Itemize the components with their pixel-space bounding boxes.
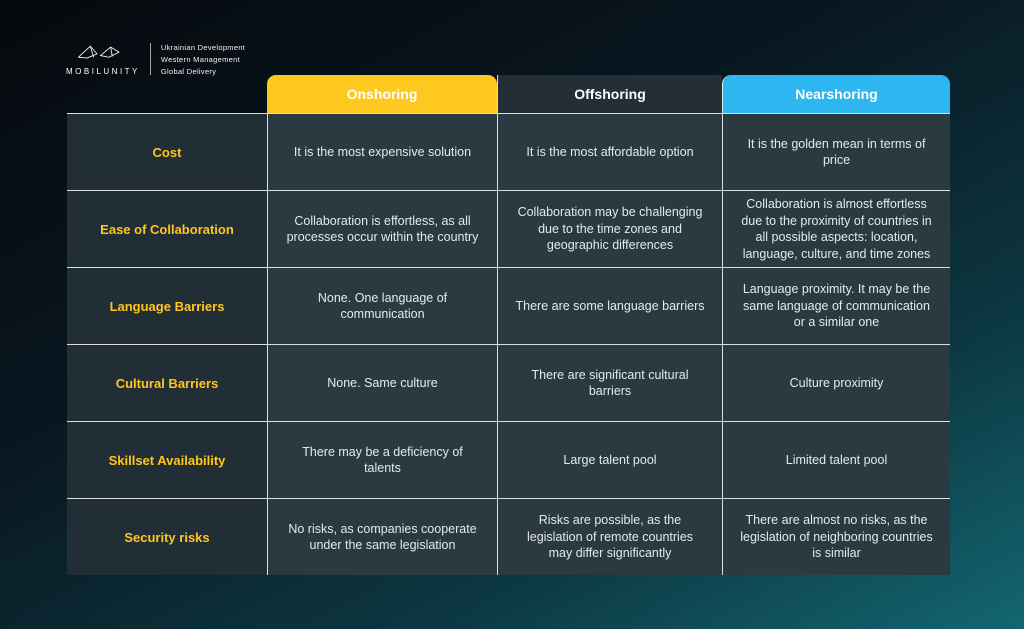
brand-tagline-2: Western Management bbox=[160, 54, 240, 64]
comparison-table: Onshoring Offshoring Nearshoring Cost It… bbox=[67, 75, 950, 575]
brand-tagline-1: Ukrainian Development bbox=[160, 42, 246, 52]
table-cell: Collaboration is effortless, as all proc… bbox=[267, 190, 497, 267]
row-label-ease-of-collaboration: Ease of Collaboration bbox=[67, 190, 267, 267]
table-corner-spacer bbox=[67, 75, 267, 113]
brand-logo: MOBILUNITY Ukrainian Development Western… bbox=[66, 42, 245, 77]
brand-logo-block: MOBILUNITY bbox=[66, 42, 140, 76]
row-label-language-barriers: Language Barriers bbox=[67, 267, 267, 344]
brand-taglines: Ukrainian Development Western Management… bbox=[161, 43, 245, 76]
table-cell: It is the most affordable option bbox=[497, 113, 722, 190]
column-header-offshoring: Offshoring bbox=[497, 75, 722, 113]
table-cell: There are some language barriers bbox=[497, 267, 722, 344]
column-header-onshoring: Onshoring bbox=[267, 75, 497, 113]
table-cell: No risks, as companies cooperate under t… bbox=[267, 498, 497, 575]
mobilunity-logo-icon bbox=[77, 45, 120, 59]
table-cell: Risks are possible, as the legislation o… bbox=[497, 498, 722, 575]
table-cell: Large talent pool bbox=[497, 421, 722, 498]
row-label-cost: Cost bbox=[67, 113, 267, 190]
table-cell: There are almost no risks, as the legisl… bbox=[722, 498, 950, 575]
table-cell: Collaboration may be challenging due to … bbox=[497, 190, 722, 267]
row-label-security-risks: Security risks bbox=[67, 498, 267, 575]
table-cell: It is the golden mean in terms of price bbox=[722, 113, 950, 190]
row-label-skillset-availability: Skillset Availability bbox=[67, 421, 267, 498]
brand-name: MOBILUNITY bbox=[66, 67, 140, 76]
table-cell: Language proximity. It may be the same l… bbox=[722, 267, 950, 344]
table-cell: Collaboration is almost effortless due t… bbox=[722, 190, 950, 267]
table-cell: Limited talent pool bbox=[722, 421, 950, 498]
table-cell: There are significant cultural barriers bbox=[497, 344, 722, 421]
brand-divider bbox=[149, 43, 151, 75]
row-label-cultural-barriers: Cultural Barriers bbox=[67, 344, 267, 421]
brand-tagline-3: Global Delivery bbox=[160, 66, 217, 76]
table-cell: None. One language of communication bbox=[267, 267, 497, 344]
table-cell: It is the most expensive solution bbox=[267, 113, 497, 190]
table-cell: Culture proximity bbox=[722, 344, 950, 421]
table-cell: There may be a deficiency of talents bbox=[267, 421, 497, 498]
table-cell: None. Same culture bbox=[267, 344, 497, 421]
column-header-nearshoring: Nearshoring bbox=[722, 75, 950, 113]
